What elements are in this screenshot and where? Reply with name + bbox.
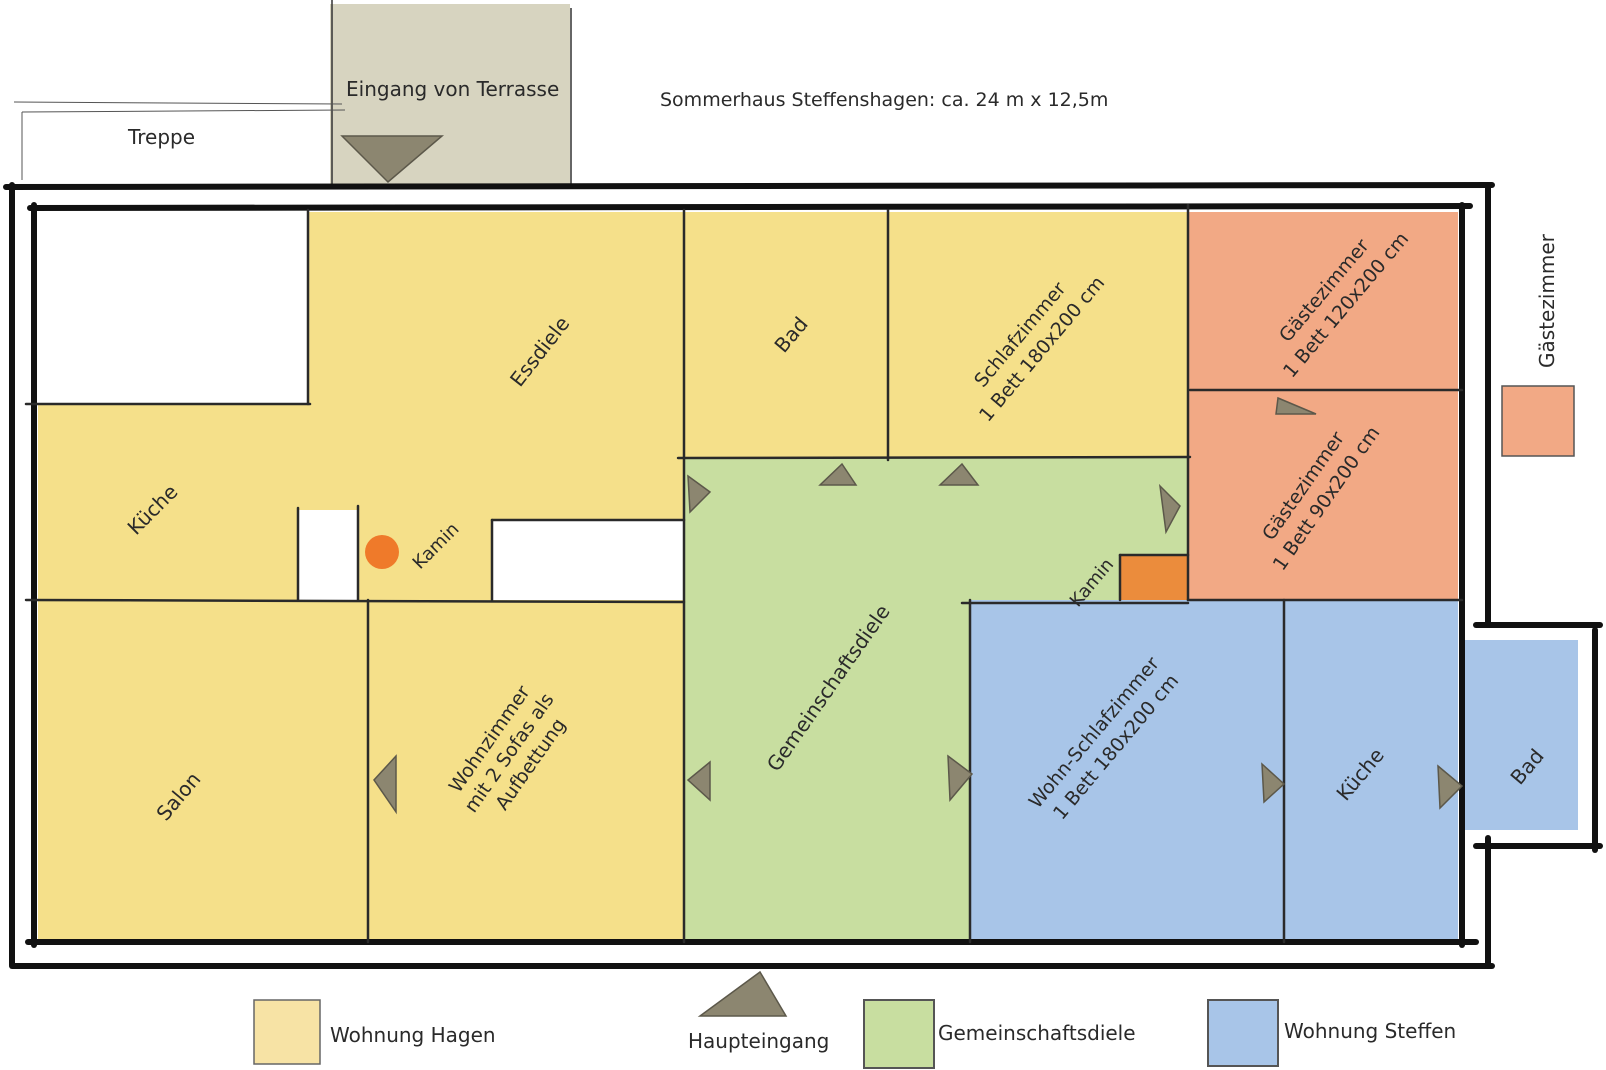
door-bad-hagen xyxy=(818,462,858,486)
door-bad-steffen xyxy=(1437,764,1464,810)
legend-label-hagen: Wohnung Hagen xyxy=(330,1023,496,1047)
legend-swatch-hagen xyxy=(253,999,321,1065)
door-gaestezimmer xyxy=(1275,396,1317,415)
stairs-line xyxy=(21,109,346,113)
kamin-diele-marker xyxy=(1120,556,1188,600)
legend-label-gemeinschaftsdiele: Gemeinschaftsdiele xyxy=(938,1021,1136,1045)
door-kueche-steffen xyxy=(1261,762,1286,804)
legend-swatch-diele xyxy=(863,999,935,1069)
interior-walls xyxy=(24,203,1464,944)
door-diele-west xyxy=(686,760,711,802)
door-haupteingang xyxy=(697,970,788,1017)
legend-swatch-gaestezimmer xyxy=(1501,385,1575,457)
door-schlafzimmer xyxy=(938,462,980,486)
zone-wohnung-hagen xyxy=(38,212,1188,940)
kamin-hagen-marker xyxy=(365,535,399,569)
legend-label-steffen: Wohnung Steffen xyxy=(1284,1019,1456,1043)
zone-gaestezimmer xyxy=(1188,212,1458,600)
door-wohn-schlafzimmer xyxy=(947,754,974,802)
legend-label-gaestezimmer: Gästezimmer xyxy=(1535,233,1559,368)
door-wohnzimmer xyxy=(373,754,397,815)
legend-swatch-steffen xyxy=(1207,999,1279,1067)
outer-walls xyxy=(3,182,1603,969)
plan-title: Sommerhaus Steffenshagen: ca. 24 m x 12,… xyxy=(660,89,1108,111)
door-diele-right xyxy=(1158,483,1181,535)
door-terrace xyxy=(340,135,445,184)
label-treppe: Treppe xyxy=(127,125,195,149)
door-markers xyxy=(340,135,1464,1017)
label-eingang-terrasse: Eingang von Terrasse xyxy=(346,77,559,101)
door-diele-left xyxy=(687,474,712,514)
legend-label-haupteingang: Haupteingang xyxy=(688,1029,829,1053)
stairs-line xyxy=(13,101,343,105)
zone-gemeinschaftsdiele xyxy=(684,457,1188,940)
zone-wohnung-steffen xyxy=(970,600,1578,940)
